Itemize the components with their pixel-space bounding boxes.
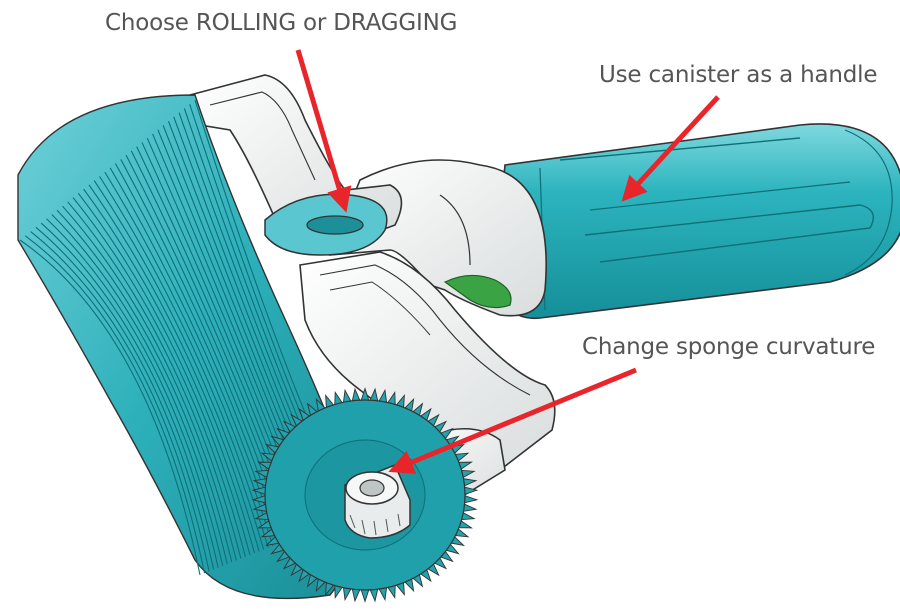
sponge-ridge [51,214,228,565]
canister-handle-icon [494,123,900,320]
mode-slot-icon [264,193,388,256]
sponge-ridge [35,226,215,570]
arrow-handle [621,95,720,202]
sponge-ridge [30,231,210,572]
sponge-ridge [24,235,206,574]
sponge-ridge [40,222,219,568]
sponge-ridge [77,192,251,556]
sponge-ridge [104,171,274,547]
sponge-ridge [56,209,233,563]
arrow-curvature [388,367,637,474]
sponge-ridge [19,239,201,576]
sponge-ridge [62,205,237,561]
sponge-ridge [93,180,265,550]
label-choose-mode: Choose ROLLING or DRAGGING [105,10,458,36]
curvature-knob-icon [344,464,411,539]
label-sponge-curvature: Change sponge curvature [582,334,876,360]
sponge-ridge [72,197,246,557]
sponge-ridge [83,188,256,554]
sponge-ridge [67,201,242,559]
arrow-mode [295,49,352,213]
sponge-ridge [88,184,260,552]
arrows [295,49,720,474]
sponge-ridge [99,176,269,548]
label-canister-handle: Use canister as a handle [599,62,878,88]
sponge-ridge [46,218,224,567]
